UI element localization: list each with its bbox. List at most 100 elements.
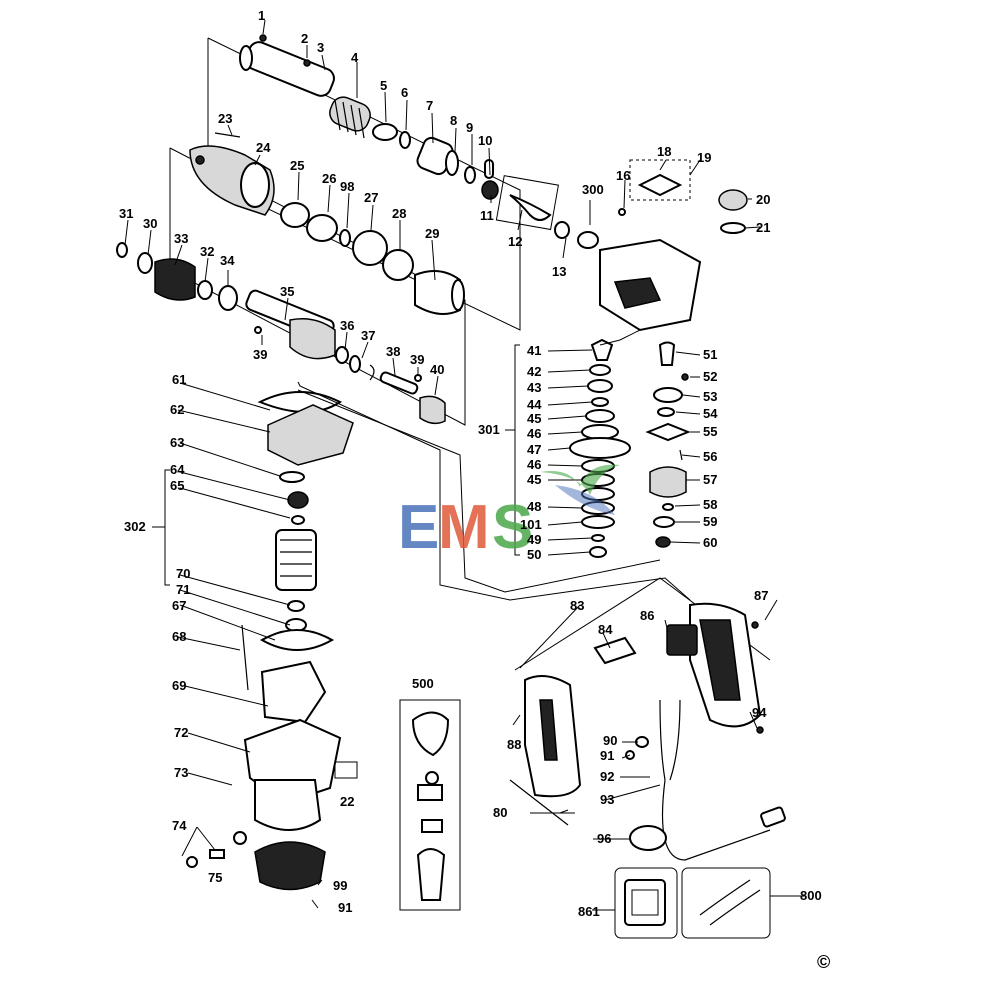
callout-92: 92 — [600, 769, 614, 784]
callout-19: 19 — [697, 150, 711, 165]
callout-22: 22 — [340, 794, 354, 809]
callout-63: 63 — [170, 435, 184, 450]
callout-3: 3 — [317, 40, 324, 55]
part-small-bearings — [372, 123, 559, 231]
callout-26: 26 — [322, 171, 336, 186]
callout-83: 83 — [570, 598, 584, 613]
callout-86: 86 — [640, 608, 654, 623]
callout-34: 34 — [220, 253, 235, 268]
callout-31: 31 — [119, 206, 133, 221]
callout-44: 44 — [527, 397, 542, 412]
callout-20: 20 — [756, 192, 770, 207]
callout-59: 59 — [703, 514, 717, 529]
callout-5: 5 — [380, 78, 387, 93]
callout-28: 28 — [392, 206, 406, 221]
callout-101: 101 — [520, 517, 542, 532]
part-gear-cover — [257, 391, 354, 525]
callout-41: 41 — [527, 343, 541, 358]
part-handle-right — [593, 602, 762, 728]
callout-27: 27 — [364, 190, 378, 205]
part-gearbox-housing — [554, 221, 702, 332]
callout-1: 1 — [258, 8, 265, 23]
callout-48: 48 — [527, 499, 541, 514]
callout-93: 93 — [600, 792, 614, 807]
callout-53: 53 — [703, 389, 717, 404]
box-carry-case — [614, 867, 678, 939]
part-cable — [629, 699, 786, 861]
callout-6: 6 — [401, 85, 408, 100]
callout-37: 37 — [361, 328, 375, 343]
callout-21: 21 — [756, 220, 770, 235]
callout-8: 8 — [450, 113, 457, 128]
callout-4: 4 — [351, 50, 359, 65]
part-spindle-tube — [239, 34, 335, 97]
part-intermediate-shaft — [245, 289, 446, 425]
callout-75: 75 — [208, 870, 222, 885]
callout-45-b: 45 — [527, 472, 541, 487]
part-spring — [329, 96, 371, 139]
callout-64: 64 — [170, 462, 185, 477]
part-armature — [259, 529, 335, 651]
callout-56: 56 — [703, 449, 717, 464]
callout-91-a: 91 — [338, 900, 352, 915]
callout-62: 62 — [170, 402, 184, 417]
callout-29: 29 — [425, 226, 439, 241]
part-gear-stack — [569, 338, 631, 558]
callout-12: 12 — [508, 234, 522, 249]
callout-32: 32 — [200, 244, 214, 259]
callout-55: 55 — [703, 424, 717, 439]
callout-labels: 1 2 3 4 5 6 7 8 9 10 11 12 13 16 18 19 2… — [119, 8, 830, 972]
callout-39-a: 39 — [410, 352, 424, 367]
part-rings-30-34 — [116, 242, 238, 311]
callout-71: 71 — [176, 582, 190, 597]
callout-80: 80 — [493, 805, 507, 820]
part-chuck-housing — [189, 132, 275, 216]
callout-800: 800 — [800, 888, 822, 903]
part-rings-25-29 — [280, 202, 465, 315]
callout-16: 16 — [616, 168, 630, 183]
callout-25: 25 — [290, 158, 304, 173]
watermark-letter-e: E — [398, 493, 439, 562]
part-handle-left — [509, 675, 582, 826]
watermark-letter-m: M — [438, 493, 490, 562]
callout-33: 33 — [174, 231, 188, 246]
callout-74: 74 — [172, 818, 187, 833]
callout-88: 88 — [507, 737, 521, 752]
part-pinion-stack — [645, 341, 691, 548]
callout-87: 87 — [754, 588, 768, 603]
callout-73: 73 — [174, 765, 188, 780]
callout-84: 84 — [598, 622, 613, 637]
group-brackets — [152, 344, 520, 586]
callout-24: 24 — [256, 140, 271, 155]
callout-72: 72 — [174, 725, 188, 740]
callout-94: 94 — [752, 705, 767, 720]
callout-96: 96 — [597, 831, 611, 846]
callout-2: 2 — [301, 31, 308, 46]
part-brushes-screws — [625, 621, 764, 760]
callout-11: 11 — [480, 208, 494, 223]
callout-67: 67 — [172, 598, 186, 613]
callout-91-b: 91 — [600, 748, 614, 763]
box-accessory — [681, 867, 771, 939]
callout-13: 13 — [552, 264, 566, 279]
callout-500: 500 — [412, 676, 434, 691]
part-switch-group — [618, 159, 748, 234]
callout-61: 61 — [172, 372, 186, 387]
part-motor-housing — [186, 624, 358, 891]
callout-65: 65 — [170, 478, 184, 493]
callout-300: 300 — [582, 182, 604, 197]
callout-47: 47 — [527, 442, 541, 457]
callout-57: 57 — [703, 472, 717, 487]
callout-36: 36 — [340, 318, 354, 333]
callout-9: 9 — [466, 120, 473, 135]
watermark-swoosh-blue — [555, 485, 615, 515]
copyright-symbol: © — [817, 952, 830, 972]
callout-98: 98 — [340, 179, 354, 194]
callout-51: 51 — [703, 347, 717, 362]
callout-46: 46 — [527, 426, 541, 441]
callout-68: 68 — [172, 629, 186, 644]
callout-60: 60 — [703, 535, 717, 550]
callout-90: 90 — [603, 733, 617, 748]
callout-38: 38 — [386, 344, 400, 359]
